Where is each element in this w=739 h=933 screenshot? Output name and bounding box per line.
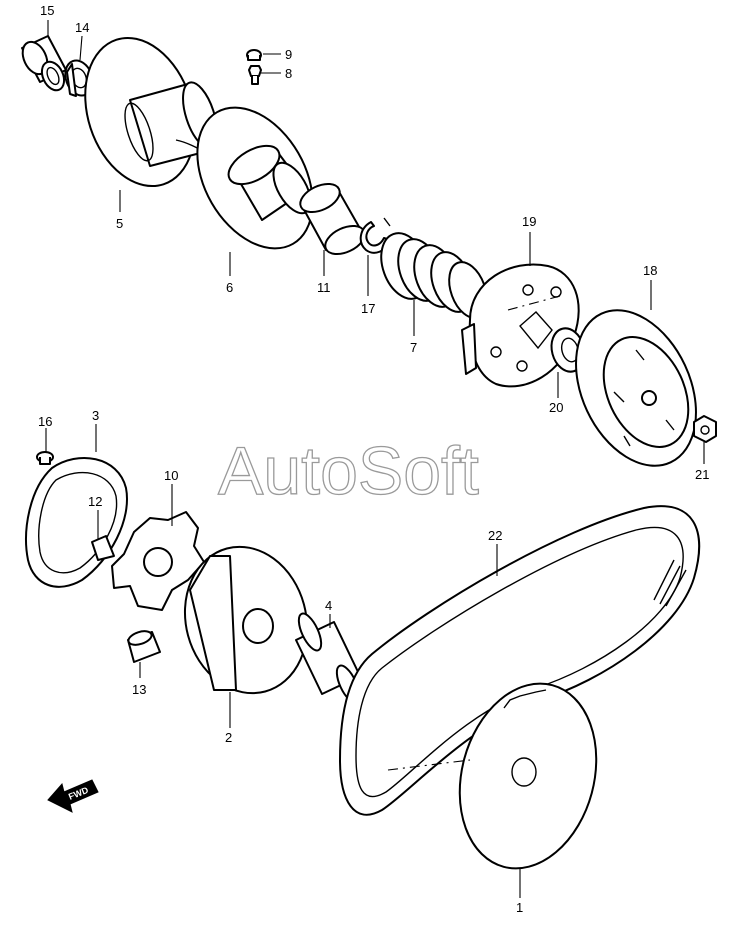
part-15-needle-bearing (21, 35, 67, 92)
center-lines (387, 295, 561, 771)
callout-10: 10 (164, 468, 178, 483)
callout-17: 17 (361, 301, 375, 316)
callout-13: 13 (132, 682, 146, 697)
callout-19: 19 (522, 214, 536, 229)
part-13-roller (127, 630, 161, 663)
callout-7: 7 (410, 340, 417, 355)
callout-21: 21 (695, 467, 709, 482)
callout-1: 1 (516, 900, 523, 915)
callout-14: 14 (75, 20, 89, 35)
part-8-grease-nipple (248, 65, 262, 85)
callout-20: 20 (549, 400, 563, 415)
part-11-collar (299, 182, 366, 256)
part-2-movable-face (183, 545, 309, 695)
callout-3: 3 (92, 408, 99, 423)
callout-5: 5 (116, 216, 123, 231)
part-1-driven-pulley (458, 682, 598, 870)
part-22-v-belt (339, 505, 701, 816)
callout-16: 16 (38, 414, 52, 429)
callout-6: 6 (226, 280, 233, 295)
callout-2: 2 (225, 730, 232, 745)
callout-15: 15 (40, 3, 54, 18)
callout-9: 9 (285, 47, 292, 62)
part-12-slide-piece (91, 535, 115, 561)
callout-11: 11 (317, 280, 331, 295)
part-5-movable-drive-face (84, 36, 218, 188)
part-10-ramp-plate (111, 511, 205, 611)
part-21-nut (693, 415, 717, 443)
leader-lines (45, 20, 705, 898)
fwd-direction-arrow: FWD (47, 779, 99, 813)
callout-12: 12 (88, 494, 102, 509)
watermark-text: AutoSoft (218, 433, 479, 509)
part-18-clutch-housing (575, 309, 697, 467)
callout-4: 4 (325, 598, 332, 613)
callout-labels: 15 14 9 8 5 6 11 17 7 19 18 20 21 16 3 1… (38, 3, 709, 915)
part-7-spring (380, 232, 488, 319)
part-16-screw (36, 451, 54, 465)
callout-18: 18 (643, 263, 657, 278)
callout-8: 8 (285, 66, 292, 81)
callout-22: 22 (488, 528, 502, 543)
part-9-cap (246, 49, 262, 61)
